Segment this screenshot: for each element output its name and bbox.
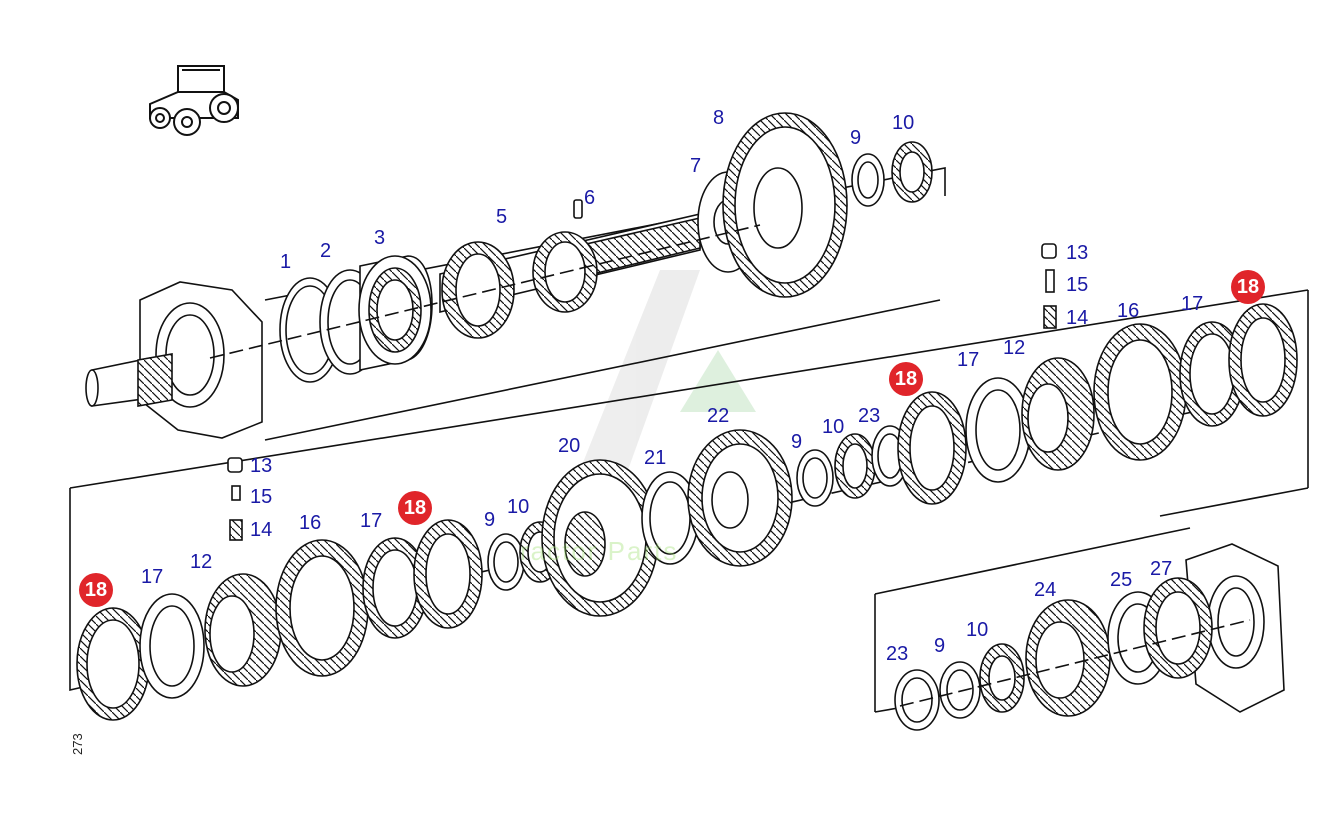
callout-10-mid: 10 xyxy=(822,416,845,438)
callout-14-left: 14 xyxy=(250,519,273,541)
callout-17-far-right: 17 xyxy=(1181,293,1204,315)
callout-1: 1 xyxy=(280,251,292,273)
callout-15-left: 15 xyxy=(250,486,273,508)
callout-14-right: 14 xyxy=(1066,307,1089,329)
callout-6: 6 xyxy=(584,187,596,209)
callout-22: 22 xyxy=(707,405,730,427)
callout-9-left: 9 xyxy=(484,509,496,531)
callout-17-left: 17 xyxy=(141,566,164,588)
callout-24: 24 xyxy=(1034,579,1057,601)
callout-18-right: 18 xyxy=(889,362,923,396)
callout-9-upper: 9 xyxy=(850,127,862,149)
callout-20: 20 xyxy=(558,435,581,457)
callout-27: 27 xyxy=(1150,558,1173,580)
tractor-icon xyxy=(149,65,239,136)
callout-10-lower: 10 xyxy=(966,619,989,641)
main-shaft-group xyxy=(69,243,1309,721)
page-reference-number: 273 xyxy=(70,733,85,755)
callout-8: 8 xyxy=(713,107,725,129)
callout-13-right: 13 xyxy=(1066,242,1089,264)
callout-9-lower: 9 xyxy=(934,635,946,657)
callout-5: 5 xyxy=(496,206,508,228)
callout-10-left: 10 xyxy=(507,496,530,518)
callout-18-far-right: 18 xyxy=(1231,270,1265,304)
callout-7: 7 xyxy=(690,155,702,177)
callout-12-right: 12 xyxy=(1003,337,1026,359)
callout-18-left: 18 xyxy=(79,573,113,607)
callout-3: 3 xyxy=(374,227,386,249)
callout-23-lower: 23 xyxy=(886,643,909,665)
callout-13-left: 13 xyxy=(250,455,273,477)
output-shaft-group xyxy=(874,527,1285,731)
watermark-logo xyxy=(560,270,756,520)
callout-25: 25 xyxy=(1110,569,1133,591)
callout-16-left: 16 xyxy=(299,512,322,534)
callout-17-right: 17 xyxy=(957,349,980,371)
callout-23-mid: 23 xyxy=(858,405,881,427)
callout-2: 2 xyxy=(320,240,332,262)
watermark-text: ractor Parts xyxy=(520,536,679,566)
callout-18-mid: 18 xyxy=(398,491,432,525)
callout-15-right: 15 xyxy=(1066,274,1089,296)
upper-shaft-group xyxy=(85,112,946,441)
callout-10-upper: 10 xyxy=(892,112,915,134)
callout-21: 21 xyxy=(644,447,667,469)
callout-16-right: 16 xyxy=(1117,300,1140,322)
callout-17-mid: 17 xyxy=(360,510,383,532)
callout-12-left: 12 xyxy=(190,551,213,573)
callout-9-mid: 9 xyxy=(791,431,803,453)
